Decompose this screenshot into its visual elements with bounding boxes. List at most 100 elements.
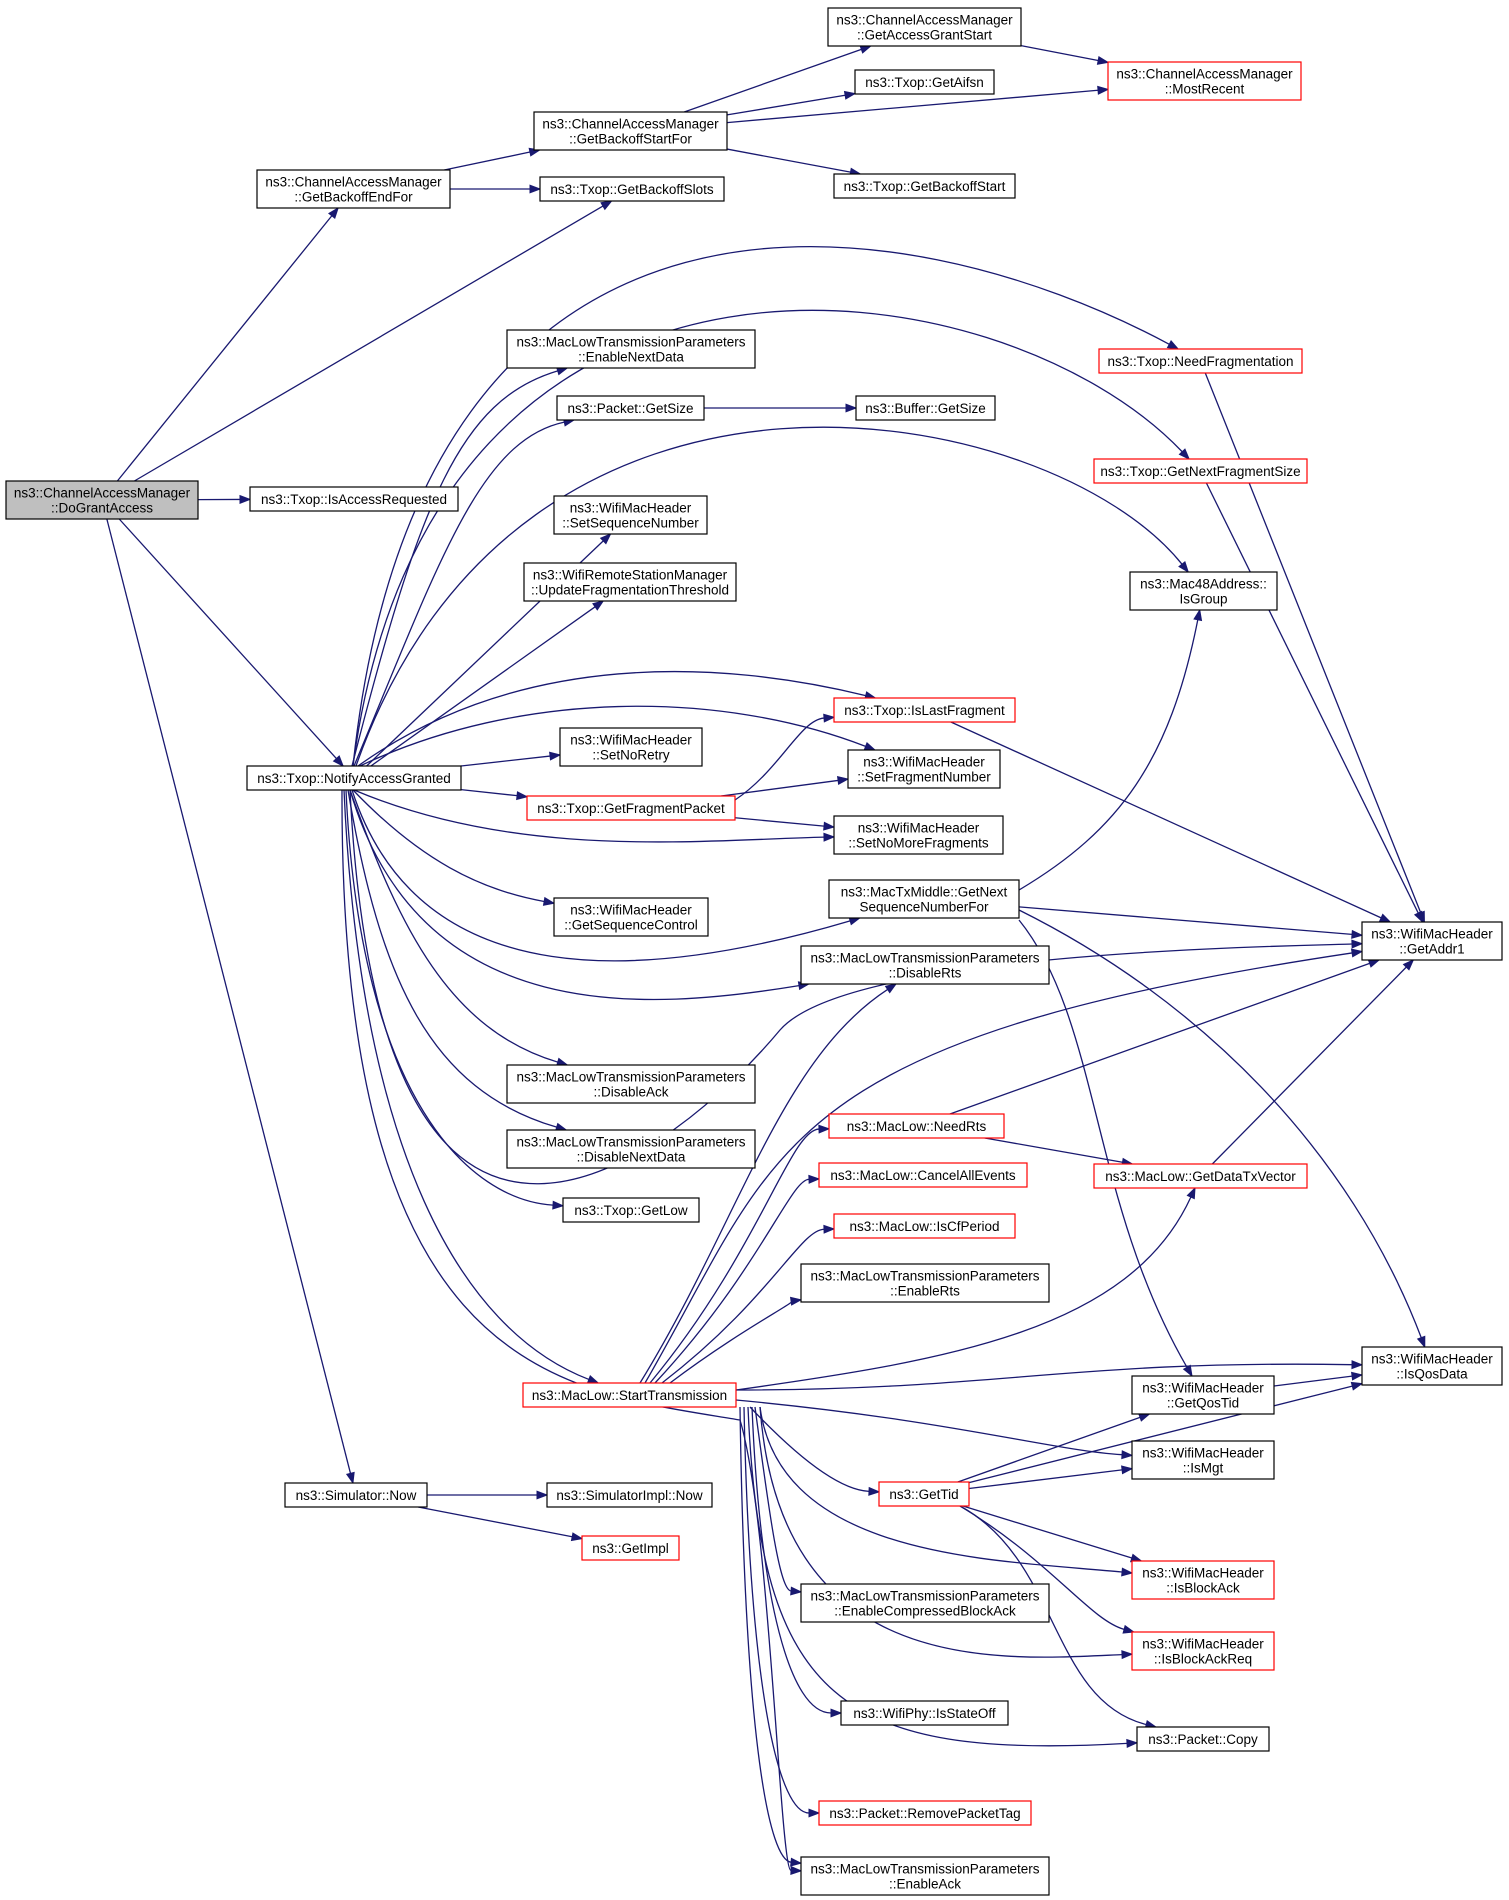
node-enableNextData[interactable]: ns3::MacLowTransmissionParameters::Enabl… (506, 329, 756, 369)
node-disableNextData[interactable]: ns3::MacLowTransmissionParameters::Disab… (506, 1129, 756, 1169)
node-getAccessGrantStart[interactable]: ns3::ChannelAccessManager::GetAccessGran… (827, 7, 1022, 47)
node-simulatorImplNow[interactable]: ns3::SimulatorImpl::Now (546, 1482, 713, 1508)
node-label: ns3::MacLowTransmissionParameters (516, 1135, 745, 1150)
node-getDataTxVector[interactable]: ns3::MacLow::GetDataTxVector (1093, 1163, 1308, 1189)
node-label: ns3::WifiMacHeader (1142, 1637, 1264, 1652)
node-packetCopy[interactable]: ns3::Packet::Copy (1136, 1726, 1270, 1752)
node-isLastFragment[interactable]: ns3::Txop::IsLastFragment (833, 697, 1016, 723)
edge-notifyAccessGranted-to-setNoRetry (460, 751, 562, 767)
node-doGrantAccess[interactable]: ns3::ChannelAccessManager::DoGrantAccess (5, 480, 199, 520)
node-packetGetSize[interactable]: ns3::Packet::GetSize (556, 395, 705, 421)
node-notifyAccessGranted[interactable]: ns3::Txop::NotifyAccessGranted (246, 765, 462, 791)
node-label: ::UpdateFragmentationThreshold (531, 583, 729, 598)
node-getNextFragmentSize[interactable]: ns3::Txop::GetNextFragmentSize (1093, 458, 1308, 484)
node-box (506, 1129, 756, 1169)
arrowhead (1350, 1381, 1364, 1391)
edge-line (134, 205, 604, 482)
node-bufferGetSize[interactable]: ns3::Buffer::GetSize (855, 395, 996, 421)
node-setNoRetry[interactable]: ns3::WifiMacHeader::SetNoRetry (559, 727, 703, 767)
node-getFragmentPacket[interactable]: ns3::Txop::GetFragmentPacket (526, 795, 736, 821)
node-label: ::SetSequenceNumber (562, 516, 699, 531)
edge-getQosTid-to-isQosData (1273, 1371, 1364, 1387)
node-box (847, 749, 1001, 789)
edge-line (352, 309, 1183, 767)
node-removePacketTag[interactable]: ns3::Packet::RemovePacketTag (818, 1800, 1032, 1826)
edge-notifyAccessGranted-to-txopGetLow (345, 789, 565, 1210)
node-box (559, 727, 703, 767)
node-enableCompressedBlockAck[interactable]: ns3::MacLowTransmissionParameters::Enabl… (800, 1583, 1050, 1623)
node-isAccessRequested[interactable]: ns3::Txop::IsAccessRequested (249, 486, 459, 512)
edge-getBackoffStartFor-to-getAifsn (726, 90, 857, 116)
node-getSequenceControl[interactable]: ns3::WifiMacHeader::GetSequenceControl (553, 897, 709, 937)
node-getQosTid[interactable]: ns3::WifiMacHeader::GetQosTid (1131, 1375, 1275, 1415)
node-isQosData[interactable]: ns3::WifiMacHeader::IsQosData (1361, 1346, 1503, 1386)
node-isMgt[interactable]: ns3::WifiMacHeader::IsMgt (1131, 1440, 1275, 1480)
node-label: ns3::Packet::Copy (1148, 1732, 1258, 1747)
node-box (840, 1700, 1009, 1726)
node-getBackoffEndFor[interactable]: ns3::ChannelAccessManager::GetBackoffEnd… (256, 169, 451, 209)
node-box (5, 480, 199, 520)
node-getBackoffStart[interactable]: ns3::Txop::GetBackoffStart (833, 173, 1016, 199)
edge-line (683, 48, 862, 113)
node-cancelAllEvents[interactable]: ns3::MacLow::CancelAllEvents (818, 1162, 1028, 1188)
node-label: ::GetBackoffStartFor (569, 132, 692, 147)
node-isCfPeriod[interactable]: ns3::MacLow::IsCfPeriod (833, 1213, 1016, 1239)
arrowhead (1121, 1567, 1134, 1577)
edge-notifyAccessGranted-to-isGroup (355, 426, 1190, 767)
edge-notifyAccessGranted-to-getNextSequenceNumberFor (351, 789, 862, 962)
node-isGroup[interactable]: ns3::Mac48Address::IsGroup (1129, 571, 1278, 611)
node-startTransmission[interactable]: ns3::MacLow::StartTransmission (522, 1382, 737, 1408)
node-updateFragmentationThreshold[interactable]: ns3::WifiRemoteStationManager::UpdateFra… (523, 562, 737, 602)
node-needFragmentation[interactable]: ns3::Txop::NeedFragmentation (1098, 348, 1303, 374)
node-label: IsGroup (1179, 592, 1227, 607)
edge-line (118, 518, 337, 760)
node-box (1361, 1346, 1503, 1386)
node-getAddr1[interactable]: ns3::WifiMacHeader::GetAddr1 (1361, 921, 1503, 961)
arrowhead (836, 776, 850, 785)
edge-line (984, 1137, 1123, 1163)
edge-startTransmission-to-getTid (749, 1406, 881, 1496)
node-setFragmentNumber[interactable]: ns3::WifiMacHeader::SetFragmentNumber (847, 749, 1001, 789)
node-mostRecent[interactable]: ns3::ChannelAccessManager::MostRecent (1107, 61, 1302, 101)
node-label: ::EnableNextData (578, 350, 684, 365)
node-disableAck[interactable]: ns3::MacLowTransmissionParameters::Disab… (506, 1064, 756, 1104)
node-getBackoffStartFor[interactable]: ns3::ChannelAccessManager::GetBackoffSta… (533, 111, 728, 151)
node-isBlockAckReq[interactable]: ns3::WifiMacHeader::IsBlockAckReq (1131, 1631, 1275, 1671)
edge-notifyAccessGranted-to-updateFragmentationThreshold (370, 600, 605, 767)
node-box (556, 395, 705, 421)
edge-line (353, 789, 825, 843)
node-enableRts[interactable]: ns3::MacLowTransmissionParameters::Enabl… (800, 1263, 1050, 1303)
node-isBlockAck[interactable]: ns3::WifiMacHeader::IsBlockAck (1131, 1560, 1275, 1600)
edge-line (355, 426, 1183, 767)
node-box (828, 879, 1020, 919)
node-getAifsn[interactable]: ns3::Txop::GetAifsn (854, 69, 995, 95)
node-getTid[interactable]: ns3::GetTid (878, 1481, 970, 1507)
edge-line (734, 717, 825, 801)
node-box (522, 1382, 737, 1408)
node-disableRts[interactable]: ns3::MacLowTransmissionParameters::Disab… (800, 945, 1050, 985)
node-label: ns3::WifiRemoteStationManager (533, 568, 728, 583)
node-enableAck[interactable]: ns3::MacLowTransmissionParameters::Enabl… (800, 1856, 1050, 1896)
arrowhead (599, 533, 612, 545)
node-setSequenceNumber[interactable]: ns3::WifiMacHeader::SetSequenceNumber (553, 495, 708, 535)
arrowhead (823, 1224, 836, 1234)
arrowhead (328, 206, 340, 220)
node-needRts[interactable]: ns3::MacLow::NeedRts (828, 1113, 1005, 1139)
node-label: ns3::ChannelAccessManager (1116, 67, 1293, 82)
node-txopGetLow[interactable]: ns3::Txop::GetLow (562, 1197, 700, 1223)
node-simulatorNow[interactable]: ns3::Simulator::Now (284, 1482, 428, 1508)
node-setNoMoreFragments[interactable]: ns3::WifiMacHeader::SetNoMoreFragments (833, 815, 1004, 855)
node-label: ns3::WifiMacHeader (1371, 1352, 1493, 1367)
node-label: ::GetAddr1 (1399, 942, 1464, 957)
edge-notifyAccessGranted-to-disableRts (349, 789, 811, 1001)
edge-line (654, 1178, 810, 1384)
node-isStateOff[interactable]: ns3::WifiPhy::IsStateOff (840, 1700, 1009, 1726)
edge-line (649, 1128, 820, 1384)
node-label: ::MostRecent (1165, 82, 1245, 97)
node-box (506, 1064, 756, 1104)
node-getBackoffSlots[interactable]: ns3::Txop::GetBackoffSlots (539, 176, 725, 202)
node-getImpl[interactable]: ns3::GetImpl (581, 1535, 680, 1561)
node-getNextSequenceNumberFor[interactable]: ns3::MacTxMiddle::GetNextSequenceNumberF… (828, 879, 1020, 919)
node-label: ns3::GetTid (889, 1487, 958, 1502)
